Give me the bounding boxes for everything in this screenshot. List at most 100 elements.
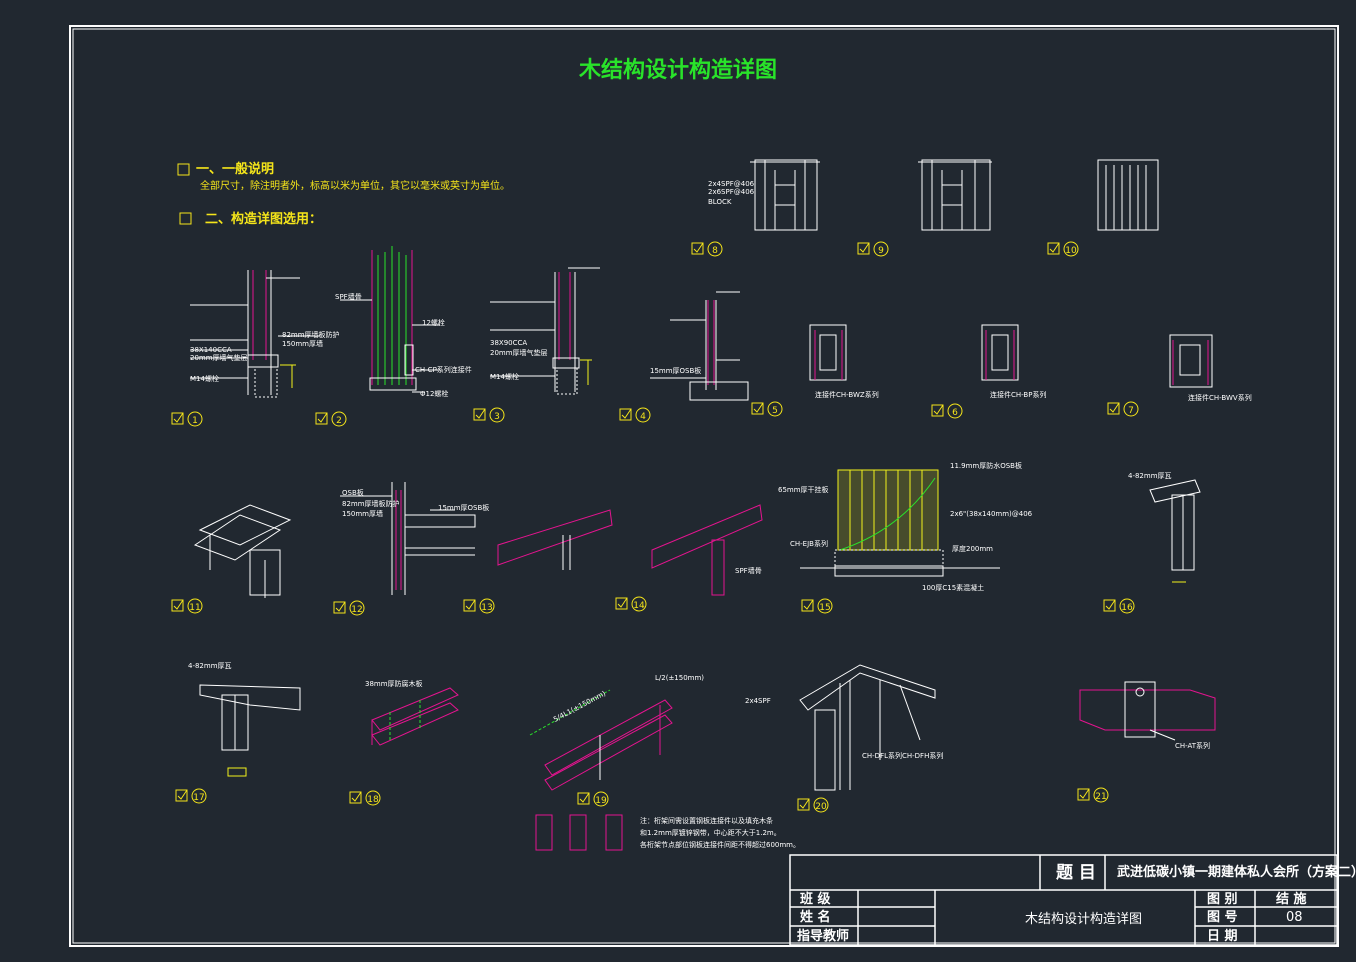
detail-number: 20 [815,802,827,812]
detail-number: 3 [494,412,500,422]
checkbox-icon [1077,788,1090,801]
detail-number: 15 [819,603,830,613]
label: SPF墙骨 [335,292,362,301]
check-mark-icon [177,789,188,800]
check-mark-icon [317,412,328,423]
name-label: 姓 名 [800,910,831,925]
detail-number-circle [817,598,833,614]
checkbox-icon [177,163,190,176]
detail-number-circle [349,600,365,616]
label: 2x6SPF@406 [708,188,755,196]
check-mark-icon [799,798,810,809]
checkbox-icon [797,798,810,811]
label: 11.9mm厚防水OSB板 [950,461,1022,470]
detail-5-connector [809,324,847,381]
label: M14螺栓 [490,372,519,381]
checkbox-icon [615,597,628,610]
detail-number: 2 [336,416,342,426]
label: 2x6"(38x140mm)@406 [950,510,1033,518]
detail-number: 9 [878,246,884,256]
check-mark-icon [1105,599,1116,610]
detail-8-wall-framing [750,159,820,231]
label: CH-DFL系列CH-DFH系列 [862,751,943,760]
detail-number-circle [489,407,505,423]
checkbox-icon [857,242,870,255]
detail-1-sill-plate [190,270,320,398]
detail-number-circle [187,411,203,427]
checkbox-icon [931,404,944,417]
detail-number-circle [947,403,963,419]
checkbox-icon [315,412,328,425]
label: 150mm厚墙 [342,509,383,518]
checkbox-icon [751,402,764,415]
label: 各桁架节点部位钢板连接件间距不得超过600mm。 [640,840,800,849]
advisor-label: 指导教师 [797,929,850,944]
detail-16-beam-post [1149,479,1201,583]
checkbox-icon [175,789,188,802]
check-mark-icon [621,408,632,419]
detail-number-circle [187,598,203,614]
check-mark-icon [933,404,944,415]
checkbox-icon [171,599,184,612]
check-mark-icon [753,402,764,413]
label: 150mm厚墙 [282,339,323,348]
check-mark-icon [465,599,476,610]
check-mark-icon [617,597,628,608]
detail-19-truss-bracing [529,689,673,851]
detail-number-circle [1123,401,1139,417]
detail-number-circle [1119,598,1135,614]
label: 38mm厚防腐木板 [365,679,423,688]
detail-13-rafter [497,509,613,570]
detail-number-circle [331,411,347,427]
detail-number-circle [593,791,609,807]
label: CH-CP系列连接件 [415,365,472,374]
check-mark-icon [1109,402,1120,413]
detail-4-floor-joist [650,291,749,401]
label: 注：桁架间需设置钢板连接件以及填充木条 [640,816,773,825]
checkbox-icon [1047,242,1060,255]
note-heading-2: 二、构造详图选用： [205,211,322,227]
detail-2-hold-down [340,246,440,393]
checkbox-icon [691,242,704,255]
detail-number-circle [813,797,829,813]
check-mark-icon [579,792,590,803]
drawing-name: 木结构设计构造详图 [1025,912,1143,927]
label: 和1.2mm厚镀锌钢带，中心距不大于1.2m。 [640,828,781,837]
detail-18-header-beam [371,687,459,746]
detail-20-truss-post [799,664,936,791]
detail-12-floor-wall [340,482,476,595]
detail-10-wall-framing [1097,159,1159,231]
detail-number: 11 [189,603,200,613]
label: CH-EJB系列 [790,539,828,548]
detail-number: 18 [367,795,379,805]
check-mark-icon [335,601,346,612]
label: CH-AT系列 [1175,741,1210,750]
detail-number: 14 [633,601,645,611]
title-block [789,854,1338,946]
number-label: 图 号 [1207,910,1238,925]
page-title: 木结构设计构造详图 [578,58,777,83]
label: L/2(±150mm) [655,674,704,682]
detail-number: 17 [193,793,204,803]
detail-3-sill-plate [490,267,600,395]
note-heading-1: 一、一般说明 [196,161,274,177]
detail-17-beam-post [199,684,301,777]
label: Φ12螺栓 [420,389,448,398]
detail-number: 1 [192,416,198,426]
detail-number-circle [1063,241,1079,257]
checkbox-icon [801,599,814,612]
label: 15mm厚OSB板 [650,366,701,375]
detail-11-joist-3d [193,504,292,598]
checkbox-icon [473,408,486,421]
detail-number: 16 [1121,603,1133,613]
label: SPF墙骨 [735,566,762,575]
checkbox-icon [619,408,632,421]
project-name: 武进低碳小镇一期建体私人会所（方案二） [1117,865,1356,880]
check-mark-icon [803,599,814,610]
checkbox-icon [179,212,192,225]
label: 20mm厚墙气垫层 [190,353,248,362]
checkbox-icon [1103,599,1116,612]
label: 82mm厚墙板防护 [282,330,340,339]
check-mark-icon [1049,242,1060,253]
label: BLOCK [708,198,732,206]
